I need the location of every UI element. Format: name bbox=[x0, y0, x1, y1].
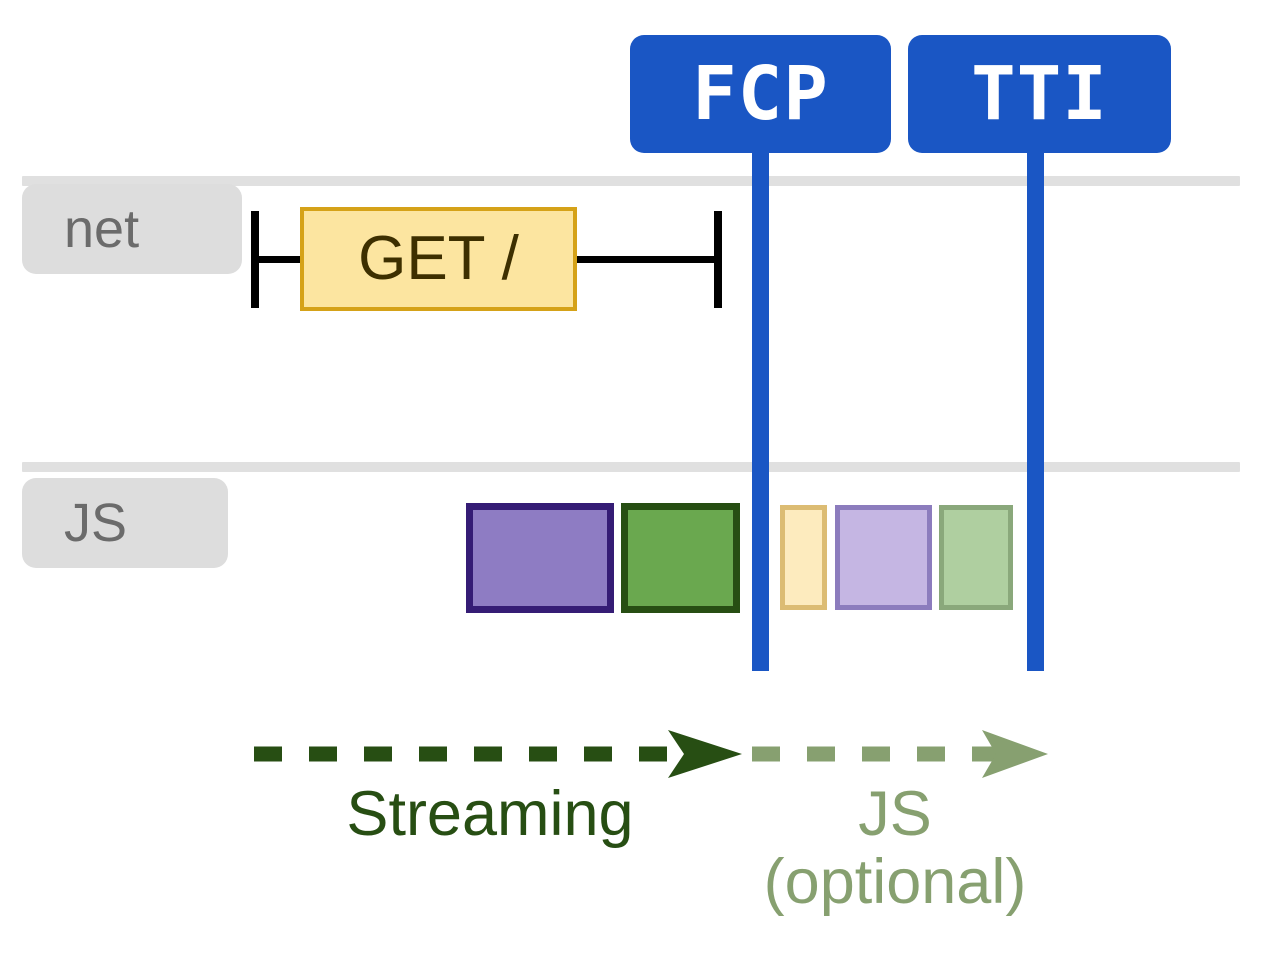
js-block-green[interactable] bbox=[621, 503, 740, 613]
request-block-get-root[interactable]: GET / bbox=[300, 207, 577, 311]
marker-line-tti bbox=[1027, 146, 1044, 671]
track-line-net bbox=[22, 176, 1240, 186]
js-block-purple[interactable] bbox=[466, 503, 614, 613]
row-label-net: net bbox=[22, 184, 242, 274]
marker-flag-tti[interactable]: TTI bbox=[908, 35, 1171, 153]
annotation-label-streaming: Streaming bbox=[346, 779, 634, 849]
js-block-purple-light[interactable] bbox=[835, 505, 932, 610]
dashed-arrow-streaming-icon bbox=[254, 730, 742, 778]
track-line-js bbox=[22, 462, 1240, 472]
dashed-arrow-js-optional-icon bbox=[752, 730, 1048, 778]
request-end-cap bbox=[714, 211, 722, 308]
js-block-green-light[interactable] bbox=[939, 505, 1013, 610]
row-label-js: JS bbox=[22, 478, 228, 568]
marker-flag-fcp[interactable]: FCP bbox=[630, 35, 891, 153]
annotation-label-js-optional: JS (optional) bbox=[763, 779, 1027, 918]
request-start-cap bbox=[251, 211, 259, 308]
js-block-yellow-light[interactable] bbox=[780, 505, 827, 610]
marker-line-fcp bbox=[752, 146, 769, 671]
